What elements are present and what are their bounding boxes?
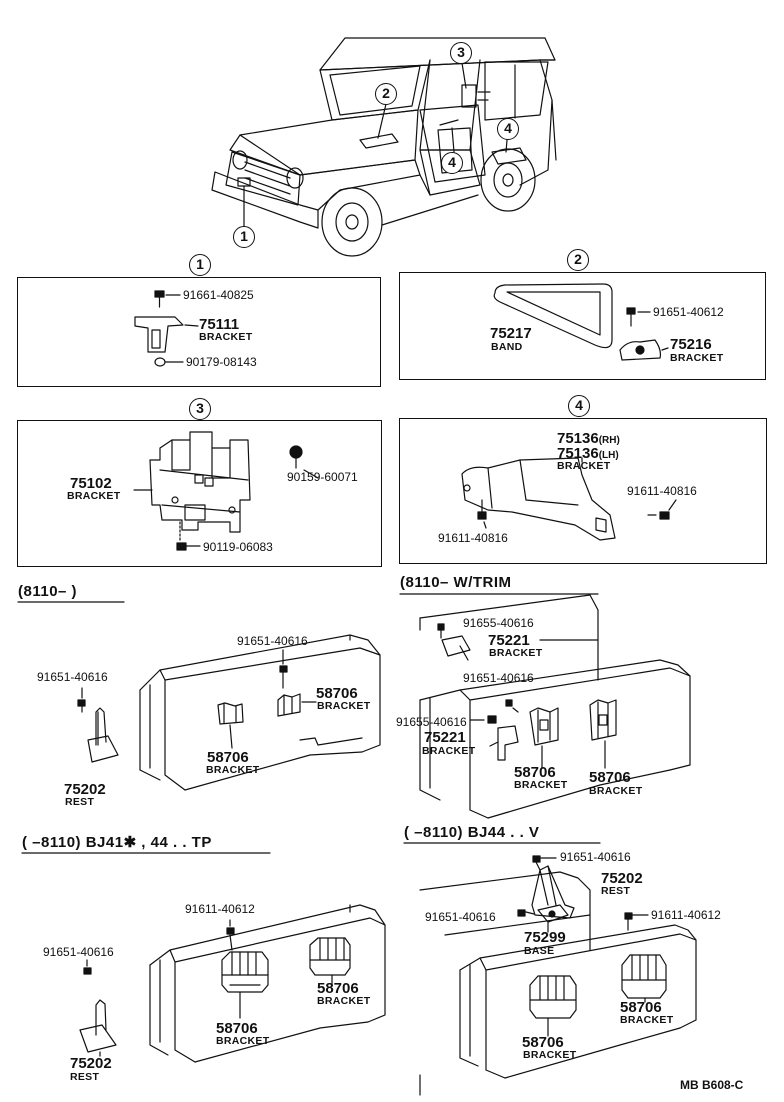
box3-clip-number: 90159-60071	[287, 470, 358, 484]
sec-d-bolt-top: 91651-40616	[560, 850, 631, 864]
box4-rh-number: 75136	[557, 430, 599, 447]
sec-b-bracket-left-number: 75221	[424, 729, 466, 746]
box2-screw-number: 91651-40612	[653, 305, 724, 319]
callout-4a-vehicle: 4	[497, 118, 519, 140]
box4-rh-label: 75136(RH)	[557, 431, 620, 447]
sec-b-bracket-top-name: BRACKET	[489, 647, 543, 659]
sec-a-rest-name: REST	[65, 796, 95, 808]
sec-a-bracket-mid-name: BRACKET	[206, 764, 260, 776]
vehicle-drawing	[211, 37, 557, 257]
sec-a-rest-number: 75202	[64, 781, 106, 798]
sec-b-bolt-top: 91655-40616	[463, 616, 534, 630]
sec-b-bolt-mid: 91651-40616	[463, 671, 534, 685]
section-b-drawing	[419, 594, 691, 819]
section-b-header: (8110– W/TRIM	[400, 574, 512, 591]
box-4-frame	[399, 418, 767, 564]
sec-d-bracket-right-number: 58706	[620, 999, 662, 1016]
sec-a-bracket-mid-number: 58706	[207, 749, 249, 766]
sec-a-bracket-right-number: 58706	[316, 685, 358, 702]
box3-drawing	[133, 431, 319, 551]
box2-bracket-number: 75216	[670, 336, 712, 353]
callout-1-box: 1	[189, 254, 211, 276]
sec-c-bolt-left: 91651-40616	[43, 945, 114, 959]
box1-part-number: 75111	[199, 316, 240, 333]
box3-screw-number: 90119-06083	[203, 540, 273, 554]
sec-d-bolt-left: 91651-40616	[425, 910, 496, 924]
box1-bolt-number: 91661-40825	[183, 288, 254, 302]
box-3-frame	[17, 420, 382, 567]
section-d-drawing	[419, 855, 697, 1096]
box2-band-number: 75217	[490, 325, 532, 342]
box2-drawing	[493, 283, 669, 361]
sec-d-base-name: BASE	[524, 945, 555, 957]
sec-c-bracket-mid-number: 58706	[216, 1020, 258, 1037]
callout-3-box: 3	[189, 398, 211, 420]
sec-c-rest-number: 75202	[70, 1055, 112, 1072]
sec-b-bracket-top-number: 75221	[488, 632, 530, 649]
sec-d-rest-name: REST	[601, 885, 631, 897]
callout-2-vehicle: 2	[375, 83, 397, 105]
section-d-header: ( –8110) BJ44 . . V	[404, 824, 540, 841]
diagram-code: MB B608-C	[680, 1078, 744, 1092]
sec-a-bracket-right-name: BRACKET	[317, 700, 371, 712]
box-1-frame	[17, 277, 381, 387]
box3-part-number: 75102	[70, 475, 112, 492]
box4-lh-tag: (LH)	[598, 450, 619, 461]
callout-4b-vehicle: 4	[441, 152, 463, 174]
section-c-drawing	[79, 904, 386, 1063]
box1-part-name: BRACKET	[199, 331, 253, 343]
box4-bolt-right: 91611-40816	[627, 484, 697, 498]
box4-part-name: BRACKET	[557, 460, 611, 472]
section-a-header: (8110– )	[18, 583, 78, 600]
box1-nut-number: 90179-08143	[186, 355, 257, 369]
sec-d-bracket-right-name: BRACKET	[620, 1014, 674, 1026]
sec-d-bolt-right: 91611-40612	[651, 908, 721, 922]
sec-a-bolt-mid: 91651-40616	[237, 634, 308, 648]
box3-part-name: BRACKET	[67, 490, 121, 502]
box2-band-name: BAND	[491, 341, 523, 353]
box4-drawing	[461, 457, 677, 541]
callout-1-vehicle: 1	[233, 226, 255, 248]
sec-c-rest-name: REST	[70, 1071, 100, 1083]
sec-c-bolt-top: 91611-40612	[185, 902, 255, 916]
box4-lh-label: 75136(LH)	[557, 446, 619, 462]
callout-4-box: 4	[568, 395, 590, 417]
sec-b-bracket2-name: BRACKET	[589, 785, 643, 797]
sec-d-bracket-mid-name: BRACKET	[523, 1049, 577, 1061]
box2-bracket-name: BRACKET	[670, 352, 724, 364]
section-c-header: ( –8110) BJ41✱ , 44 . . TP	[22, 834, 212, 851]
callout-3-vehicle: 3	[450, 42, 472, 64]
section-a-drawing	[77, 634, 381, 791]
sec-a-bolt-left: 91651-40616	[37, 670, 108, 684]
sec-c-bracket-right-number: 58706	[317, 980, 359, 997]
sec-b-bracket1-name: BRACKET	[514, 779, 568, 791]
callout-2-box: 2	[567, 249, 589, 271]
box4-lh-number: 75136	[557, 445, 599, 462]
box4-rh-tag: (RH)	[598, 435, 620, 446]
sec-d-bracket-mid-number: 58706	[522, 1034, 564, 1051]
sec-c-bracket-right-name: BRACKET	[317, 995, 371, 1007]
sec-b-bracket1-number: 58706	[514, 764, 556, 781]
box4-bolt-left: 91611-40816	[438, 531, 508, 545]
sec-d-base-number: 75299	[524, 929, 566, 946]
sec-c-bracket-mid-name: BRACKET	[216, 1035, 270, 1047]
sec-d-rest-number: 75202	[601, 870, 643, 887]
box1-drawing	[134, 290, 199, 367]
sec-b-bolt-left: 91655-40616	[396, 715, 467, 729]
sec-b-bracket2-number: 58706	[589, 769, 631, 786]
box-2-frame	[399, 272, 766, 380]
sec-b-bracket-left-name: BRACKET	[422, 745, 476, 757]
